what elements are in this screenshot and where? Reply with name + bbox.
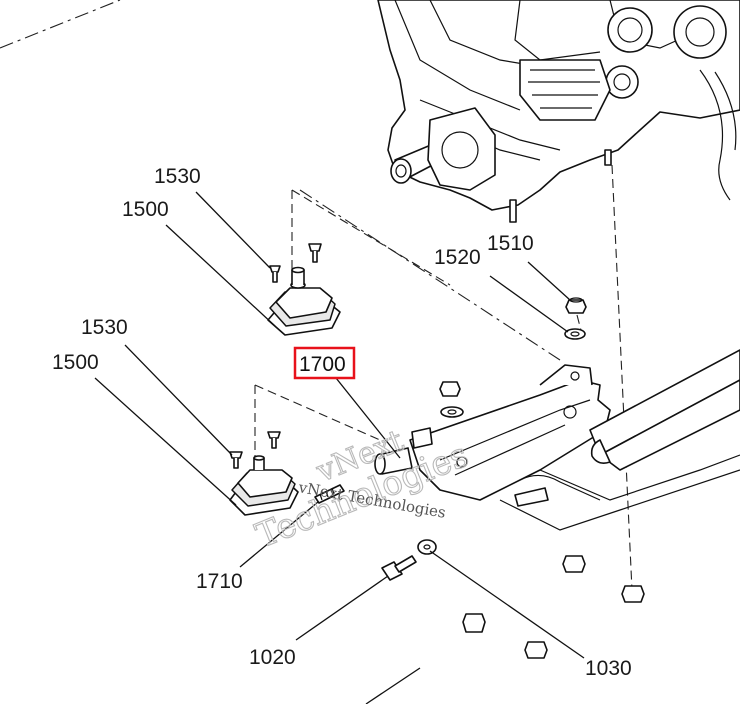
axis-line-right <box>299 189 561 361</box>
nut-bottom-1 <box>562 555 586 573</box>
engine-mount-lower <box>229 431 299 516</box>
leader-1500a <box>165 224 276 327</box>
leader-1030 <box>429 550 585 659</box>
nut-bottom-4 <box>524 641 548 659</box>
callout-1500-upper[interactable]: 1500 <box>122 198 169 221</box>
callout-1020[interactable]: 1020 <box>249 646 296 669</box>
leader-1510 <box>527 261 571 301</box>
engine-centerline <box>0 0 121 49</box>
callout-1700-highlight-box <box>293 346 356 380</box>
engine-mount-upper <box>267 243 341 336</box>
leader-bottom <box>365 667 421 704</box>
leader-1500b <box>94 377 237 506</box>
bolt-1710 <box>314 484 345 504</box>
leader-1520 <box>489 275 569 333</box>
align-line-lower-mount <box>254 384 381 480</box>
align-line-right <box>611 164 633 591</box>
callout-1530-lower[interactable]: 1530 <box>81 316 128 339</box>
callout-1710[interactable]: 1710 <box>196 570 243 593</box>
callout-1510[interactable]: 1510 <box>487 232 534 255</box>
callout-1500-lower[interactable]: 1500 <box>52 351 99 374</box>
washer-1030 <box>417 539 437 555</box>
leader-1020 <box>295 575 389 641</box>
leader-1530a <box>195 191 271 269</box>
callout-1700[interactable]: 1700 <box>299 353 346 376</box>
washer-1520 <box>564 328 586 340</box>
pin-1700 <box>374 447 413 475</box>
nut-bottom-2 <box>621 585 645 603</box>
leader-1530b <box>124 344 233 456</box>
callout-1030[interactable]: 1030 <box>585 657 632 680</box>
leader-1710 <box>239 501 319 568</box>
engine-assembly <box>377 0 740 223</box>
callout-1530-upper[interactable]: 1530 <box>154 165 201 188</box>
callout-1520[interactable]: 1520 <box>434 246 481 269</box>
nut-bracket <box>439 381 464 418</box>
nut-bottom-3 <box>462 613 486 633</box>
bolt-1020 <box>381 555 417 581</box>
leader-1700 <box>335 377 401 459</box>
frame-bracket <box>409 349 740 531</box>
align-line-upper-mount <box>291 189 451 290</box>
nut-1510 <box>565 297 587 314</box>
